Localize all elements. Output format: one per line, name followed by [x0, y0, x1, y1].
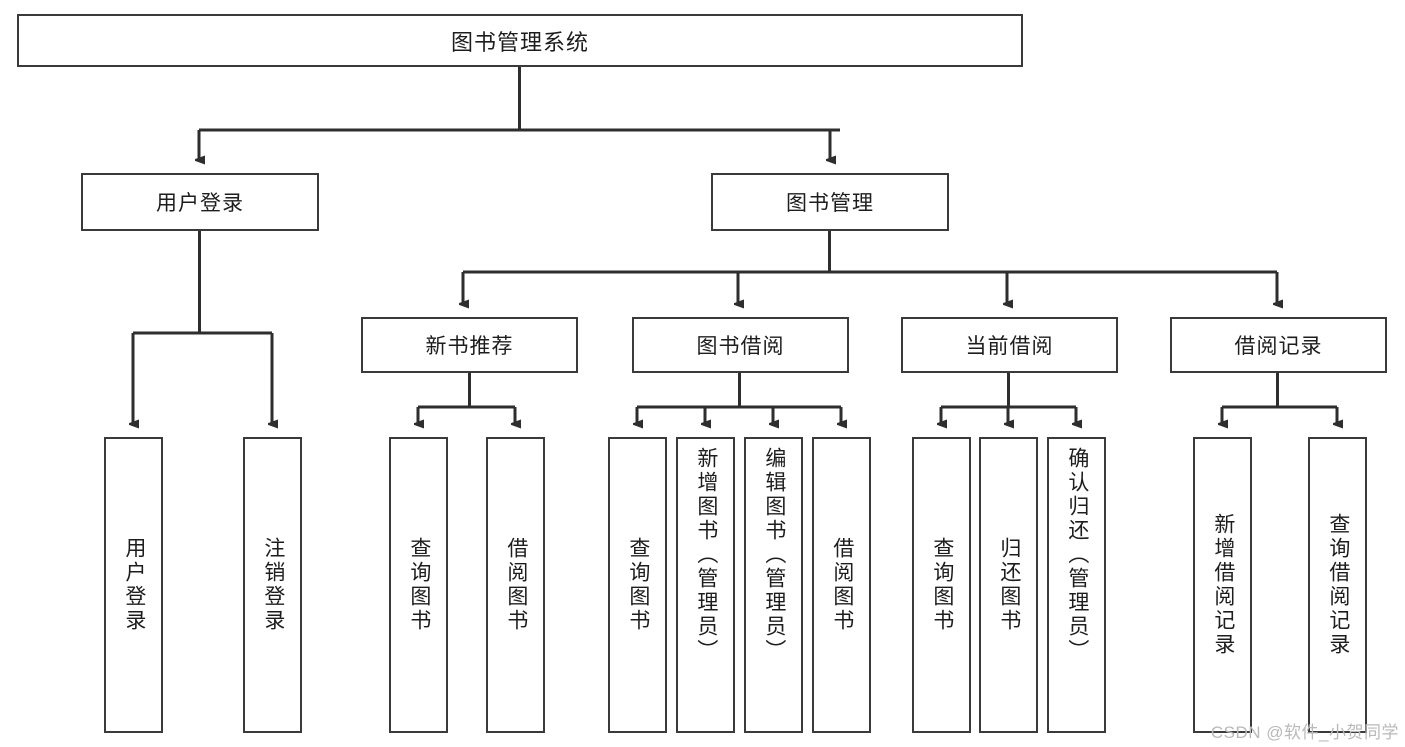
node-label: 注销登录 — [261, 537, 285, 633]
csdn-watermark: CSDN @软件_小贺同学 — [1210, 723, 1399, 742]
node-label: 新书推荐 — [425, 335, 514, 358]
node-label: 确认归还（管理员） — [1065, 447, 1089, 663]
node-user-login[interactable]: 用户登录 — [81, 173, 319, 231]
node-book-borrow[interactable]: 图书借阅 — [632, 317, 849, 373]
node-label: 查询图书 — [626, 537, 650, 633]
leaf-current-query-book[interactable]: 查询图书 — [912, 437, 971, 733]
node-label: 借阅图书 — [830, 537, 854, 633]
node-label: 查询借阅记录 — [1326, 513, 1350, 657]
node-current-borrow[interactable]: 当前借阅 — [901, 317, 1118, 373]
node-label: 当前借阅 — [965, 335, 1054, 358]
node-borrow-record[interactable]: 借阅记录 — [1170, 317, 1387, 373]
node-book-management[interactable]: 图书管理 — [711, 173, 949, 231]
leaf-recommend-query-book[interactable]: 查询图书 — [389, 437, 448, 733]
leaf-borrow-borrow-book[interactable]: 借阅图书 — [812, 437, 871, 733]
leaf-user-logout[interactable]: 注销登录 — [243, 437, 302, 733]
node-label: 用户登录 — [156, 192, 244, 215]
leaf-current-confirm-return-admin[interactable]: 确认归还（管理员） — [1047, 437, 1106, 733]
node-label: 归还图书 — [997, 537, 1021, 633]
leaf-borrow-add-book-admin[interactable]: 新增图书（管理员） — [676, 437, 735, 733]
node-label: 查询图书 — [930, 537, 954, 633]
node-root-system[interactable]: 图书管理系统 — [17, 14, 1023, 67]
node-label: 编辑图书（管理员） — [762, 447, 786, 663]
node-label: 图书管理 — [786, 192, 874, 215]
node-new-book-recommend[interactable]: 新书推荐 — [361, 317, 578, 373]
leaf-recommend-borrow-book[interactable]: 借阅图书 — [486, 437, 545, 733]
leaf-borrow-query-book[interactable]: 查询图书 — [608, 437, 667, 733]
node-label: 借阅图书 — [504, 537, 528, 633]
node-label: 图书管理系统 — [450, 29, 589, 55]
leaf-current-return-book[interactable]: 归还图书 — [979, 437, 1038, 733]
leaf-user-login[interactable]: 用户登录 — [104, 437, 163, 733]
node-label: 查询图书 — [407, 537, 431, 633]
node-label: 新增借阅记录 — [1211, 513, 1235, 657]
node-label: 用户登录 — [122, 537, 146, 633]
node-label: 借阅记录 — [1234, 335, 1323, 358]
leaf-record-query-record[interactable]: 查询借阅记录 — [1308, 437, 1367, 733]
node-label: 新增图书（管理员） — [694, 447, 718, 663]
leaf-borrow-edit-book-admin[interactable]: 编辑图书（管理员） — [744, 437, 803, 733]
node-label: 图书借阅 — [696, 335, 785, 358]
leaf-record-add-record[interactable]: 新增借阅记录 — [1193, 437, 1252, 733]
